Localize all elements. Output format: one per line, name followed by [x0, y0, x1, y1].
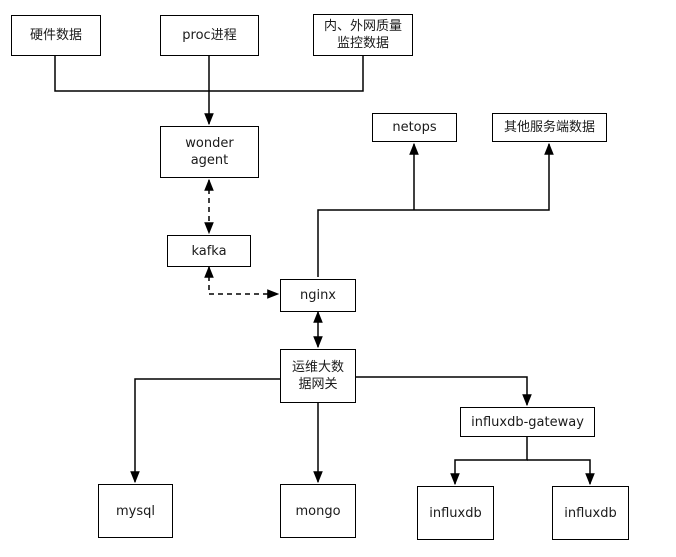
edge-kafka-to-nginx: [204, 265, 280, 299]
node-hardware-data: 硬件数据: [11, 15, 101, 56]
edge-network-to-agent: [209, 56, 364, 92]
node-wonder-agent: wonder agent: [160, 126, 259, 178]
node-mysql: mysql: [98, 484, 173, 538]
node-bigdata-gateway: 运维大数 据网关: [280, 349, 356, 403]
edge-nginx-to-other: [317, 142, 554, 277]
node-influxdb-2: influxdb: [552, 486, 629, 540]
edge-influx-gateway-to-influxdb-1: [450, 437, 528, 486]
node-other-server-data: 其他服务端数据: [492, 113, 607, 142]
node-nginx: nginx: [280, 279, 356, 312]
node-kafka: kafka: [167, 235, 251, 267]
node-mongo: mongo: [280, 484, 356, 538]
edge-gateway-to-mysql: [130, 378, 280, 484]
edge-influx-gateway-to-influxdb-2: [527, 459, 595, 486]
edge-hardware-to-agent: [54, 56, 209, 92]
edge-gateway-to-influxdb-gateway: [356, 376, 532, 407]
node-network-quality: 内、外网质量 监控数据: [313, 14, 413, 56]
node-proc-process: proc进程: [160, 15, 259, 56]
node-influxdb-gateway: influxdb-gateway: [460, 407, 595, 437]
node-netops: netops: [372, 113, 457, 142]
node-influxdb-1: influxdb: [417, 486, 494, 540]
